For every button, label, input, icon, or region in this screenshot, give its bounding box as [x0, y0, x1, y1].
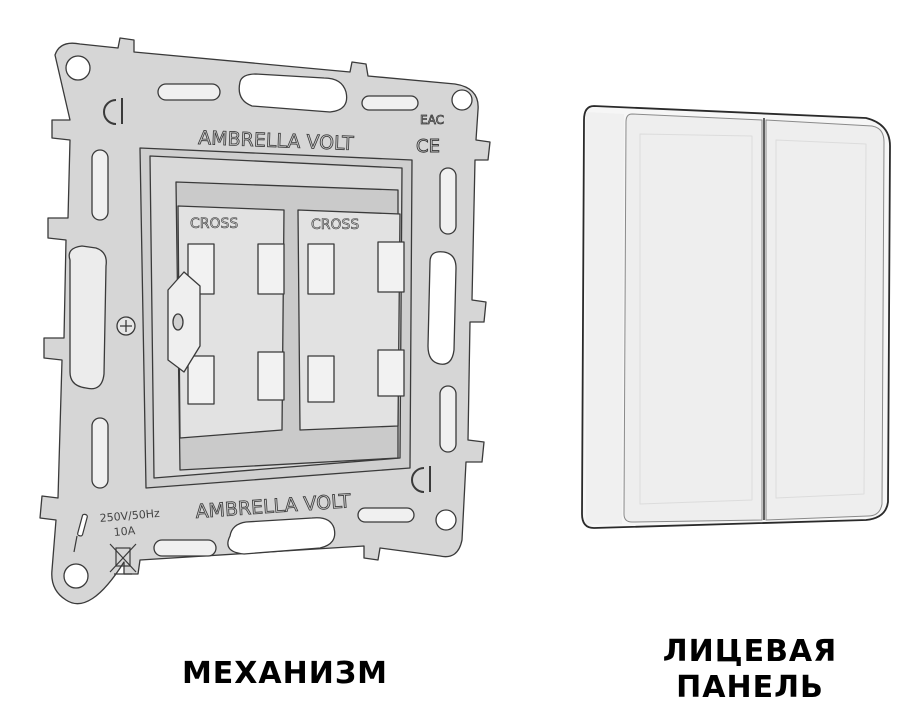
clamp-slot-top-left [157, 83, 221, 101]
clamp-slot-right-lower [439, 385, 457, 453]
clamp-slot-left-upper [91, 149, 109, 221]
face-panel [581, 105, 891, 529]
screw-hole-top-left [65, 55, 91, 81]
clamp-slot-bottom-right [357, 507, 415, 523]
rating-current: 10A [113, 524, 136, 539]
panel-key-right [765, 119, 885, 521]
module-label-right: CROSS [311, 217, 359, 233]
screw-hole-top-right [451, 89, 473, 111]
slot-bottom-center [227, 517, 336, 555]
switch-mechanism [39, 37, 491, 605]
brand-logo-top [103, 98, 123, 125]
mechanism-caption: МЕХАНИЗМ [181, 656, 389, 691]
clamp-slot-right-upper [439, 167, 457, 235]
keyhole-right [427, 251, 457, 365]
module-left [167, 205, 285, 439]
slot-top-center [238, 73, 348, 113]
face-panel-caption-line1: ЛИЦЕВАЯ [662, 634, 838, 669]
module-label-left: CROSS [190, 216, 238, 232]
cert-ce-mark: CE [416, 136, 440, 157]
crossed-bin-icon [109, 543, 137, 575]
cert-eac-mark: EAC [420, 113, 444, 127]
screw-hole-bottom-right [435, 509, 457, 531]
clamp-slot-bottom-left [153, 539, 217, 557]
screwdriver-icon [73, 513, 88, 553]
face-panel-caption: ЛИЦЕВАЯ ПАНЕЛЬ [630, 634, 870, 706]
face-panel-caption-line2: ПАНЕЛЬ [676, 670, 824, 705]
keyhole-left [68, 245, 107, 390]
rating-voltage: 250V/50Hz [99, 507, 160, 525]
clamp-slot-left-lower [91, 417, 109, 489]
panel-key-left [623, 113, 763, 523]
screw-hole-bottom-left [63, 563, 89, 589]
clamp-slot-top-right [361, 95, 419, 111]
brand-logo-bottom [411, 466, 431, 493]
module-right [297, 209, 405, 431]
